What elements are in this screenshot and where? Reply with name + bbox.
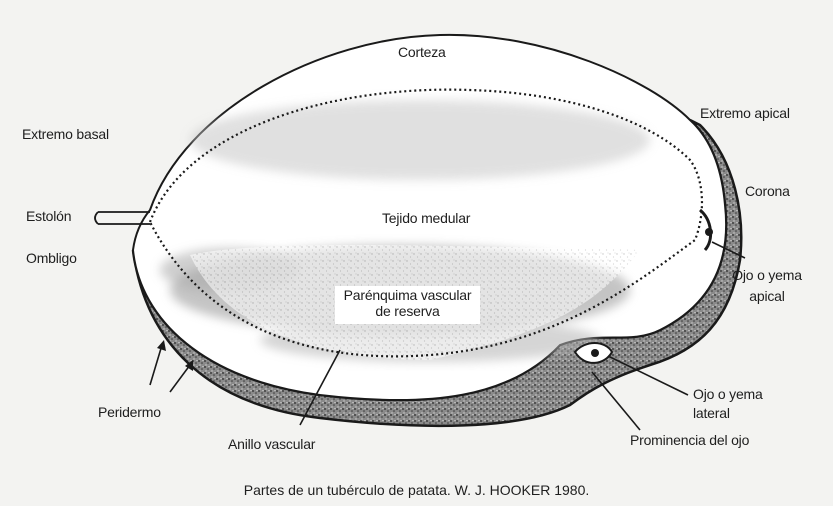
label-yema-apical-line1: Ojo o yema: [722, 267, 812, 283]
label-yema-apical: Ojo o yema apical: [722, 267, 812, 304]
label-yema-lateral: Ojo o yema lateral: [693, 386, 763, 421]
leader-prominencia: [592, 372, 640, 430]
label-tejido-medular: Tejido medular: [382, 210, 470, 226]
label-peridermo: Peridermo: [98, 404, 161, 420]
label-extremo-basal: Extremo basal: [22, 126, 109, 142]
stolon-end: [95, 212, 98, 224]
label-anillo-vascular: Anillo vascular: [228, 436, 315, 452]
label-yema-lateral-line2: lateral: [693, 405, 763, 421]
leader-peridermo-2: [170, 365, 190, 392]
label-yema-lateral-line1: Ojo o yema: [693, 386, 763, 402]
label-parenquima: Parénquima vascular de reserva: [335, 287, 480, 319]
label-parenquima-line1: Parénquima vascular: [335, 287, 480, 303]
label-corteza: Corteza: [398, 44, 446, 60]
apical-eye-dot: [705, 228, 713, 236]
label-parenquima-line2: de reserva: [335, 303, 480, 319]
label-estolon: Estolón: [26, 208, 71, 224]
arrow-peridermo-1: [157, 340, 166, 351]
figure-caption: Partes de un tubérculo de patata. W. J. …: [0, 482, 833, 498]
leader-peridermo-1: [150, 345, 162, 385]
label-yema-apical-line2: apical: [722, 288, 812, 304]
label-extremo-apical: Extremo apical: [700, 105, 790, 121]
label-corona: Corona: [745, 183, 790, 199]
label-prominencia: Prominencia del ojo: [630, 432, 749, 448]
lateral-eye-dot: [591, 349, 599, 357]
label-ombligo: Ombligo: [26, 250, 77, 266]
medulla-shade-top: [190, 100, 650, 180]
